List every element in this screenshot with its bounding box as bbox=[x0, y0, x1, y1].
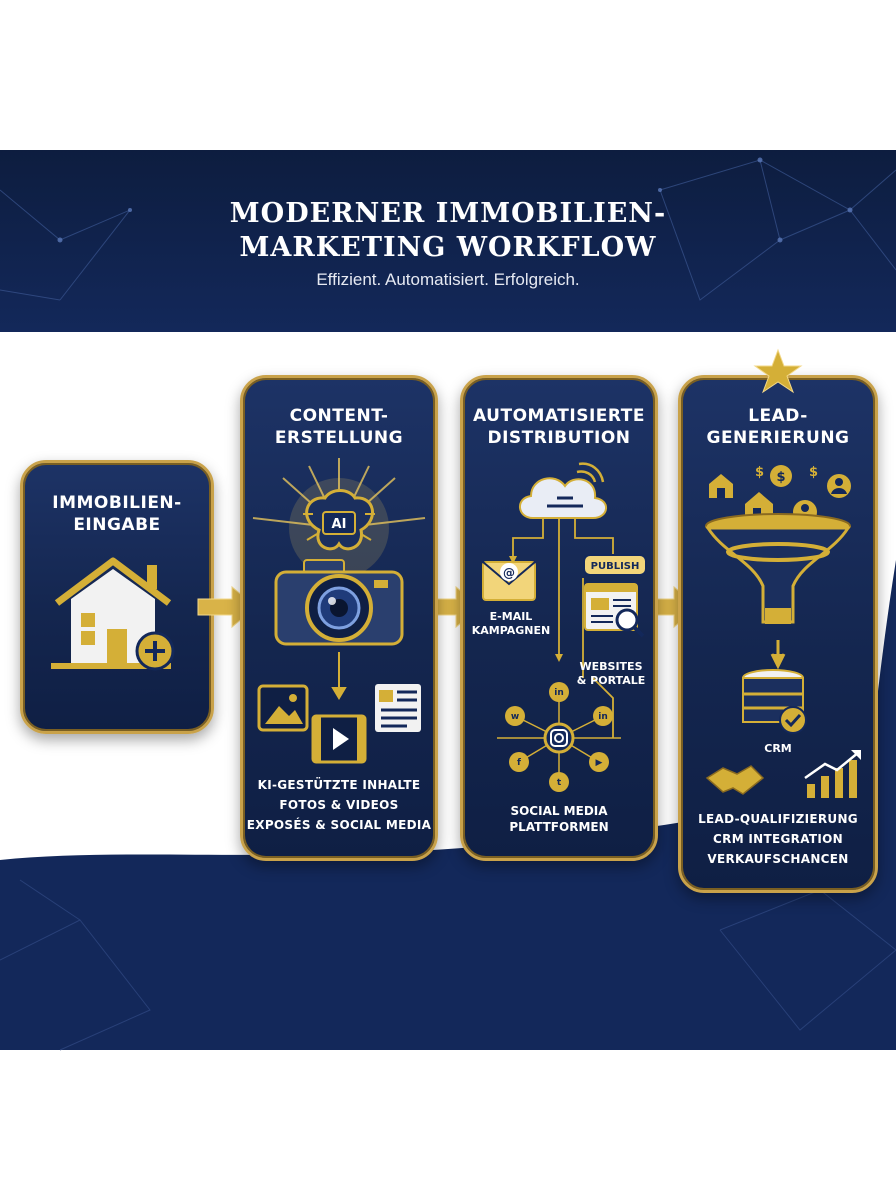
step-2-line-1: KI-GESTÜTZTE INHALTE bbox=[257, 778, 421, 792]
handshake-icon bbox=[705, 765, 765, 795]
growth-chart-icon bbox=[804, 750, 861, 798]
ai-label: AI bbox=[332, 517, 347, 532]
step-2-line-3: EXPOSÉS & SOCIAL MEDIA bbox=[246, 818, 432, 832]
crm-label: CRM bbox=[764, 742, 792, 755]
image-icon bbox=[257, 684, 309, 732]
distribution-lines bbox=[509, 518, 617, 738]
svg-text:$: $ bbox=[809, 465, 818, 480]
step-4-line-1: LEAD-QUALIFIZIERUNG bbox=[698, 812, 858, 826]
database-check-icon bbox=[742, 669, 807, 734]
step-1-title-line-2: EINGABE bbox=[73, 515, 161, 535]
document-icon bbox=[375, 684, 421, 732]
ai-brain-icon: AI bbox=[303, 489, 375, 551]
step-4-line-2: CRM INTEGRATION bbox=[713, 832, 843, 846]
email-label-2: KAMPAGNEN bbox=[471, 624, 551, 637]
step-card-lead-generierung: LEAD- GENERIERUNG $ $ $ CRM bbox=[678, 348, 878, 893]
step-2-title-line-1: CONTENT- bbox=[289, 406, 389, 426]
funnel-arrow bbox=[770, 640, 786, 670]
camera-icon bbox=[274, 559, 404, 646]
step-4-title-line-1: LEAD- bbox=[748, 406, 808, 426]
social-hub: in in f w ▶ t bbox=[497, 682, 621, 792]
svg-text:$: $ bbox=[755, 465, 764, 480]
svg-text:▶: ▶ bbox=[596, 758, 603, 768]
title-line-2: MARKETING WORKFLOW bbox=[239, 232, 657, 263]
video-icon bbox=[311, 714, 367, 764]
svg-text:w: w bbox=[511, 712, 519, 722]
svg-text:in: in bbox=[598, 712, 608, 722]
email-label-1: E-MAIL bbox=[489, 610, 533, 623]
email-icon: @ bbox=[482, 561, 536, 601]
svg-text:f: f bbox=[517, 758, 521, 768]
star-icon bbox=[753, 348, 803, 394]
step-card-content-erstellung: CONTENT- ERSTELLUNG AI bbox=[240, 375, 438, 861]
svg-text:$: $ bbox=[776, 470, 785, 485]
publish-badge: PUBLISH bbox=[583, 554, 647, 576]
web-label-2: & PORTALE bbox=[576, 674, 646, 687]
header-banner: MODERNER IMMOBILIEN- MARKETING WORKFLOW … bbox=[0, 150, 896, 332]
step-card-immobilien-eingabe: IMMOBILIEN- EINGABE bbox=[20, 460, 214, 734]
funnel-icon bbox=[705, 513, 851, 624]
social-label-1: SOCIAL MEDIA bbox=[510, 804, 608, 818]
website-search-icon bbox=[584, 583, 645, 638]
content-flow-arrows bbox=[331, 652, 347, 700]
step-2-line-2: FOTOS & VIDEOS bbox=[279, 798, 399, 812]
svg-text:@: @ bbox=[503, 566, 515, 580]
svg-text:in: in bbox=[554, 688, 564, 698]
publish-label: PUBLISH bbox=[591, 561, 640, 572]
step-4-title-line-2: GENERIERUNG bbox=[706, 428, 850, 448]
web-label-1: WEBSITES bbox=[579, 660, 643, 673]
network-pattern bbox=[0, 157, 896, 301]
subtitle: Effizient. Automatisiert. Erfolgreich. bbox=[316, 270, 580, 289]
step-3-title-line-2: DISTRIBUTION bbox=[487, 428, 631, 448]
step-card-automatisierte-distribution: AUTOMATISIERTE DISTRIBUTION @ E-MAIL KAM… bbox=[460, 375, 658, 861]
svg-text:t: t bbox=[557, 778, 562, 788]
step-4-line-3: VERKAUFSCHANCEN bbox=[707, 852, 849, 866]
step-3-title-line-1: AUTOMATISIERTE bbox=[473, 406, 645, 426]
step-1-title-line-1: IMMOBILIEN- bbox=[52, 493, 182, 513]
social-label-2: PLATTFORMEN bbox=[509, 820, 609, 834]
step-2-title-line-2: ERSTELLUNG bbox=[274, 428, 404, 448]
cloud-icon bbox=[519, 462, 607, 519]
house-plus-icon bbox=[51, 557, 175, 671]
title-line-1: MODERNER IMMOBILIEN- bbox=[229, 198, 667, 229]
